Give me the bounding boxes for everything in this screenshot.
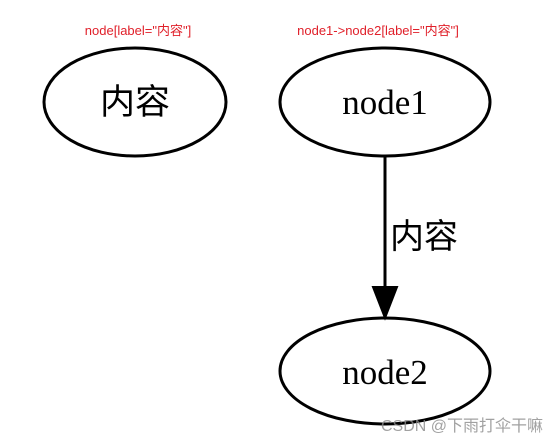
label-node: 内容 bbox=[42, 46, 228, 158]
edge-label: 内容 bbox=[390, 218, 458, 256]
left-caption: node[label="内容"] bbox=[85, 23, 191, 38]
label-node-ellipse bbox=[42, 46, 228, 158]
edge-node1-node2: 内容 bbox=[371, 157, 458, 321]
label-node-text: 内容 bbox=[100, 83, 170, 122]
node1-text: node1 bbox=[342, 83, 428, 122]
node2-text: node2 bbox=[342, 353, 428, 392]
edge-arrowhead bbox=[371, 286, 399, 321]
node2: node2 bbox=[278, 316, 492, 426]
node1: node1 bbox=[278, 46, 492, 158]
watermark: CSDN @下雨打伞干嘛 bbox=[381, 417, 543, 435]
node2-ellipse bbox=[278, 316, 492, 426]
right-caption: node1->node2[label="内容"] bbox=[297, 23, 459, 38]
node1-ellipse bbox=[278, 46, 492, 158]
